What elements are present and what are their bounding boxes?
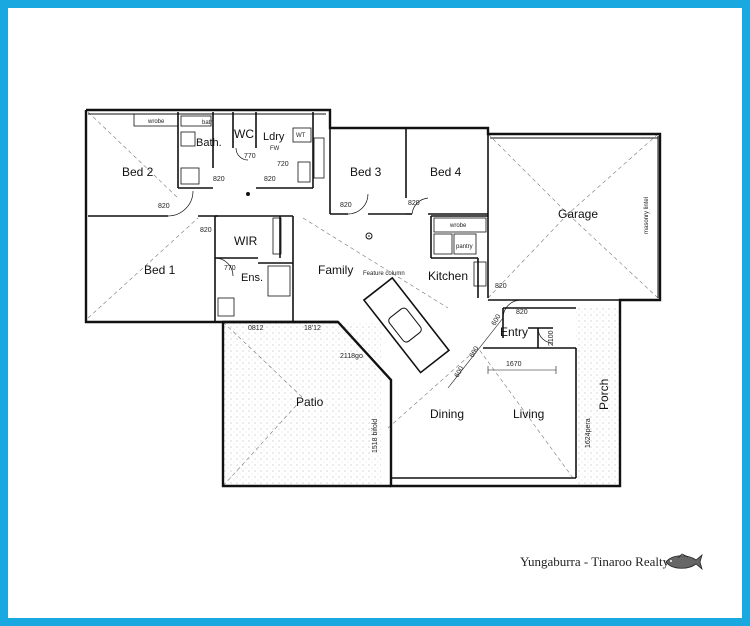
- room-label-family: Family: [318, 263, 353, 277]
- dim-ens-door: 770: [224, 265, 236, 272]
- dim-bed1-door: 820: [200, 227, 212, 234]
- floor-plan: Bed 2 Bath. WC Ldry Bed 3 Bed 4 Garage W…: [84, 108, 662, 488]
- room-label-kitchen: Kitchen: [428, 269, 468, 283]
- fixtures: [133, 113, 487, 317]
- room-label-garage: Garage: [558, 207, 598, 221]
- room-label-porch: Porch: [597, 379, 611, 410]
- dim-720: 720: [277, 161, 289, 168]
- kitchen-island: [362, 276, 451, 374]
- dim-0812: 0812: [248, 325, 264, 332]
- dim-1518: 1518 bifold: [372, 419, 379, 453]
- annotation-feature-column: Feature column: [363, 271, 405, 277]
- room-label-dining: Dining: [430, 407, 464, 421]
- door-swings: [167, 147, 554, 344]
- dim-1812: 18'12: [304, 325, 321, 332]
- dim-entry-door: 820: [516, 309, 528, 316]
- dim-bath-door: 820: [213, 176, 225, 183]
- roof-lines: [87, 111, 659, 487]
- room-label-bed2: Bed 2: [122, 165, 154, 179]
- dim-600-a: 600: [454, 365, 466, 379]
- dim-bed3-door: 820: [340, 202, 352, 209]
- annotation-pantry: pantry: [456, 244, 473, 250]
- dim-600-b: 600: [469, 345, 481, 359]
- barramundi-logo-icon: [665, 553, 703, 571]
- room-label-ens: Ens.: [241, 272, 263, 284]
- room-label-patio: Patio: [296, 395, 324, 409]
- realty-credit: Yungaburra - Tinaroo Realty: [520, 554, 670, 569]
- dim-ldry-door: 820: [264, 176, 276, 183]
- room-label-bed3: Bed 3: [350, 165, 382, 179]
- dim-1670: 1670: [506, 361, 522, 368]
- porch-floor: [576, 308, 620, 484]
- patio-floor: [223, 322, 381, 487]
- annotation-masonry-lintel: masonry lintel: [644, 197, 650, 234]
- annotation-wt: WT: [296, 133, 306, 139]
- feature-column-marker: [365, 232, 373, 240]
- dim-2118: 2118go: [340, 353, 363, 360]
- dim-bed2-door: 820: [158, 203, 170, 210]
- dimension-lines: [447, 317, 557, 389]
- room-label-wc: WC: [234, 127, 254, 141]
- dim-wc-door: 770: [244, 153, 256, 160]
- annotation-bath: bath: [202, 120, 214, 126]
- dim-kitchen-door: 820: [495, 283, 507, 290]
- dim-600-c: 600: [491, 313, 503, 327]
- room-label-bath: Bath.: [196, 137, 222, 149]
- interior-walls: [88, 112, 660, 479]
- room-label-wir: WIR: [234, 234, 258, 248]
- annotation-fw: FW: [270, 146, 280, 152]
- room-label-living: Living: [513, 407, 544, 421]
- room-label-entry: Entry: [500, 325, 528, 339]
- annotation-wrobe-kitchen: wrobe: [449, 223, 467, 229]
- room-label-ldry: Ldry: [263, 131, 285, 143]
- dim-1624: 1624pera: [585, 418, 592, 448]
- dim-bed4-door: 820: [408, 200, 420, 207]
- room-label-bed1: Bed 1: [144, 263, 176, 277]
- annotation-wrobe-top: wrobe: [147, 119, 165, 125]
- floor-plan-frame: Bed 2 Bath. WC Ldry Bed 3 Bed 4 Garage W…: [8, 8, 742, 618]
- dim-2100: 2100: [548, 330, 555, 346]
- room-label-bed4: Bed 4: [430, 165, 462, 179]
